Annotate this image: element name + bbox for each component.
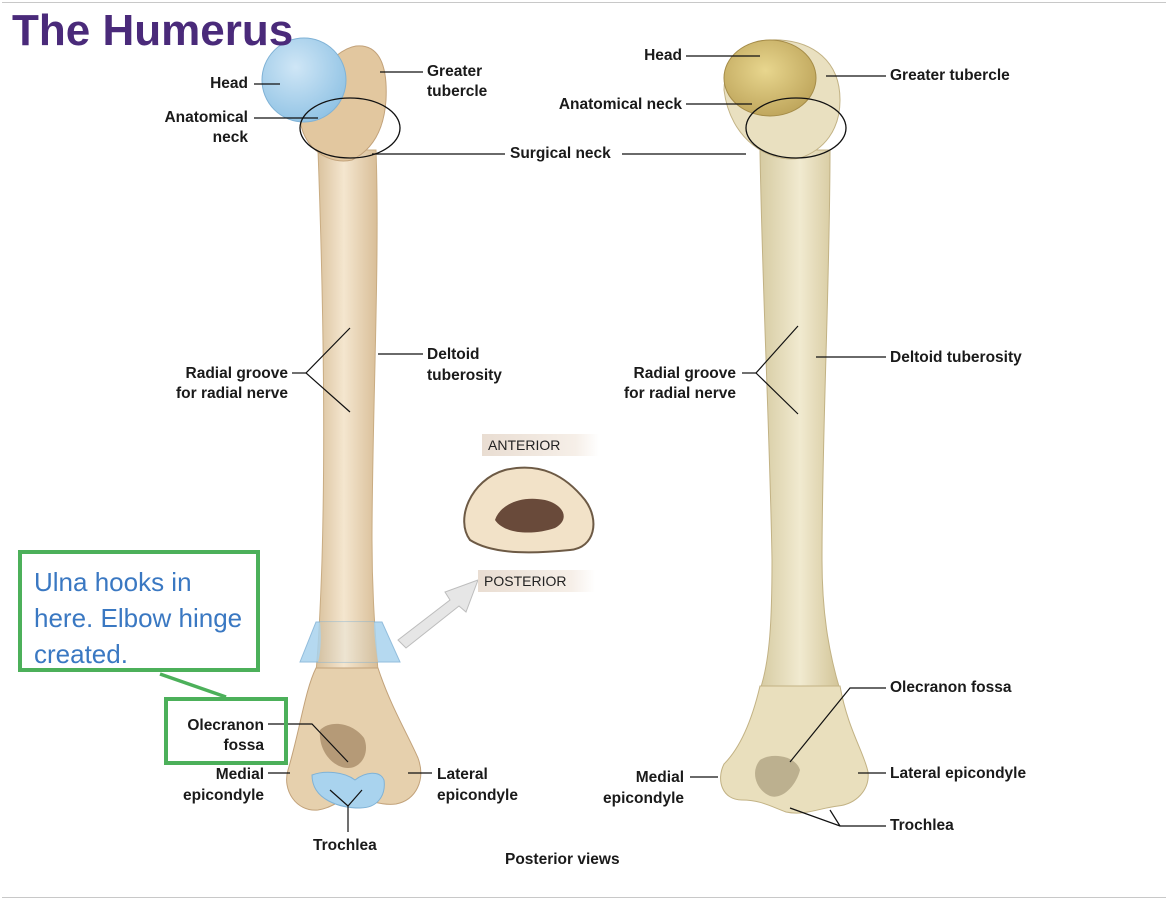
- label-left-olecranon-2: fossa: [223, 737, 265, 754]
- label-left-medial-2: epicondyle: [183, 787, 264, 804]
- left-leader-lines: [254, 71, 505, 832]
- label-left-deltoid-1: Deltoid: [427, 346, 480, 363]
- left-trochlea-highlight: [311, 771, 385, 809]
- right-leader-lines: [622, 55, 886, 827]
- cross-section: [397, 466, 595, 649]
- slide-title: The Humerus: [12, 6, 294, 55]
- left-olecranon-fossa-shape: [319, 723, 367, 768]
- label-surgical-neck: Surgical neck: [510, 145, 611, 162]
- label-left-olecranon-1: Olecranon: [187, 717, 264, 734]
- annotation-note: Ulna hooks in here. Elbow hinge created.: [18, 550, 260, 672]
- label-left-lateral-1: Lateral: [437, 766, 488, 783]
- label-right-anatomical-neck: Anatomical neck: [558, 96, 682, 113]
- label-left-lateral-2: epicondyle: [437, 787, 518, 804]
- cross-section-posterior: POSTERIOR: [478, 570, 595, 592]
- label-right-head: Head: [644, 47, 682, 64]
- right-humerus: [720, 39, 869, 814]
- olecranon-highlight-box: [164, 697, 288, 765]
- label-left-anatomical-neck-2: neck: [212, 129, 248, 146]
- label-right-radial-groove-2: for radial nerve: [624, 385, 736, 402]
- label-right-trochlea: Trochlea: [890, 817, 954, 834]
- label-left-greater-tubercle-2: tubercle: [427, 83, 488, 100]
- label-left-head: Head: [210, 75, 248, 92]
- label-left-anatomical-neck-1: Anatomical: [164, 109, 248, 126]
- label-left-greater-tubercle-1: Greater: [427, 63, 483, 80]
- right-head-shape: [723, 39, 817, 117]
- label-left-radial-groove-2: for radial nerve: [176, 385, 288, 402]
- label-left-medial-1: Medial: [215, 766, 264, 783]
- label-right-radial-groove-1: Radial groove: [633, 365, 737, 382]
- label-right-olecranon: Olecranon fossa: [890, 679, 1012, 696]
- left-humerus: [261, 37, 422, 811]
- label-left-trochlea: Trochlea: [313, 837, 377, 854]
- label-left-deltoid-2: tuberosity: [427, 367, 502, 384]
- figure-caption: Posterior views: [505, 851, 620, 868]
- label-right-lateral: Lateral epicondyle: [890, 765, 1027, 782]
- cross-section-anterior: ANTERIOR: [482, 434, 599, 456]
- note-pointer: [159, 672, 227, 699]
- left-head-highlight: [261, 37, 347, 123]
- label-left-radial-groove-1: Radial groove: [185, 365, 289, 382]
- label-right-deltoid: Deltoid tuberosity: [890, 349, 1022, 366]
- label-right-medial-1: Medial: [635, 769, 684, 786]
- label-right-medial-2: epicondyle: [603, 790, 684, 807]
- label-right-greater-tubercle: Greater tubercle: [890, 67, 1010, 84]
